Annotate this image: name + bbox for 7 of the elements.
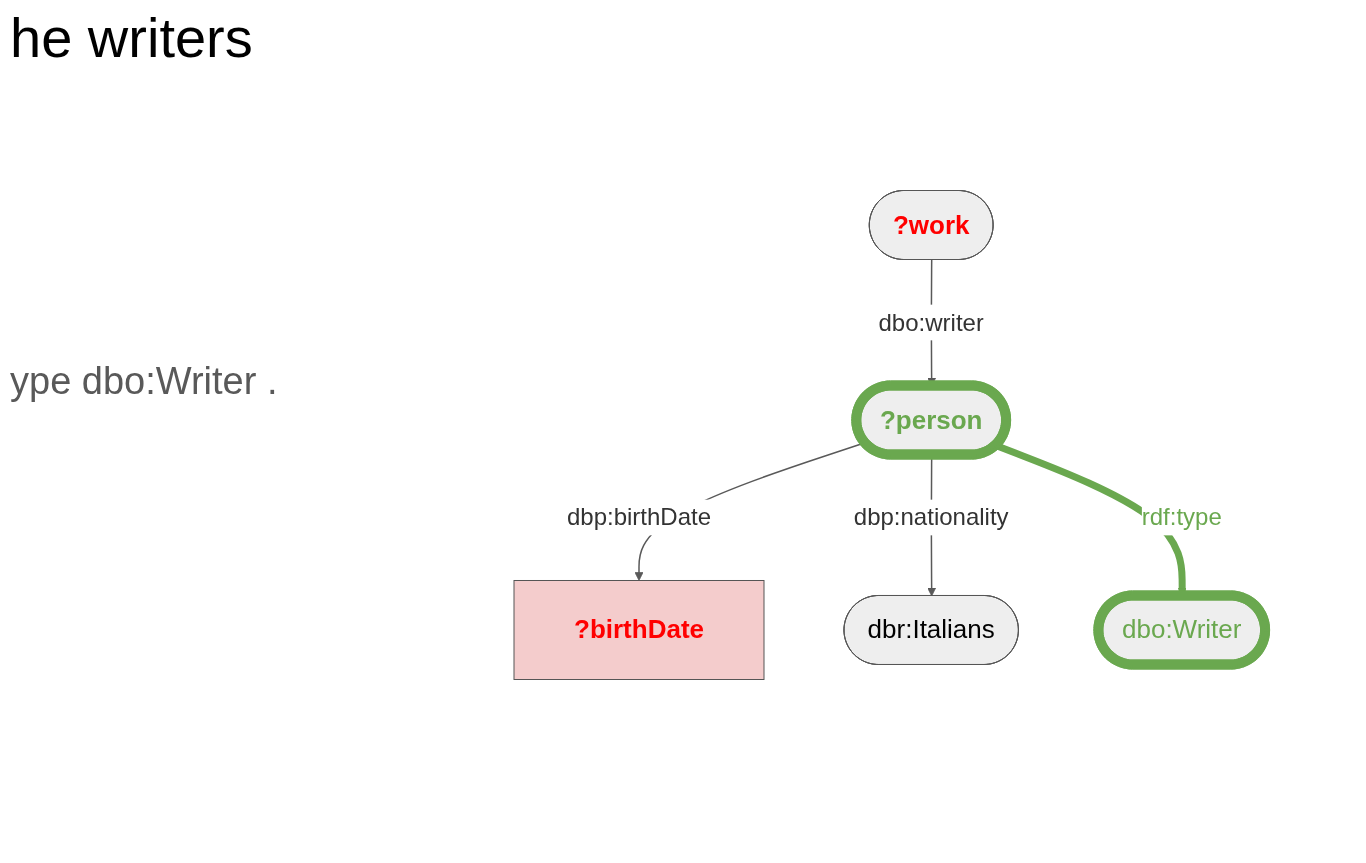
slide-title: he writers xyxy=(10,5,253,70)
node-box: ?birthDate xyxy=(513,580,765,680)
edge-label: rdf:type xyxy=(1142,503,1223,531)
edge-label: dbp:nationality xyxy=(854,503,1010,531)
edge-label: dbp:birthDate xyxy=(567,503,712,531)
edge-label: dbo:writer xyxy=(878,308,985,336)
query-text: ype dbo:Writer . xyxy=(10,360,278,403)
